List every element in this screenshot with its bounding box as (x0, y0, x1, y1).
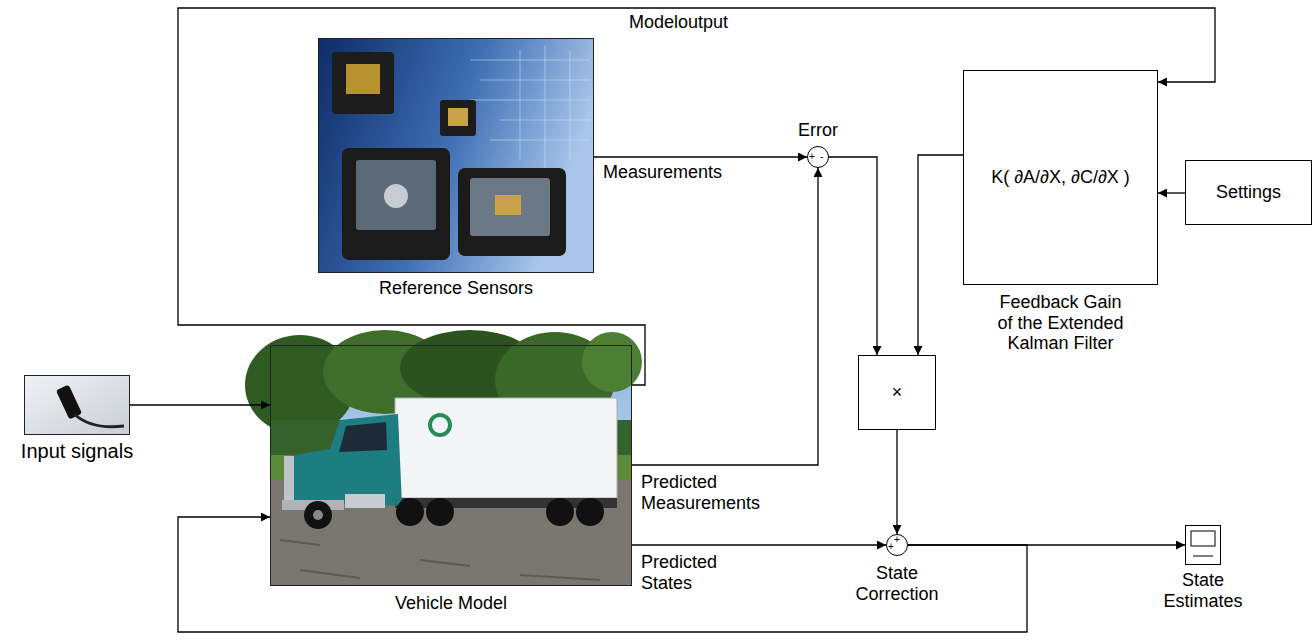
vehicle-photo-part (339, 422, 387, 452)
sign-symbol: + (888, 542, 894, 552)
product-block: × (858, 355, 936, 430)
vehicle-model-image: Vehicle Model (270, 345, 632, 586)
reference-sensors-picture-part (470, 178, 550, 236)
reference-sensors-image: Reference Sensors (318, 38, 594, 273)
vehicle-photo-part (290, 414, 402, 506)
block-label: Settings (1216, 182, 1281, 203)
vehicle-photo (245, 330, 642, 586)
signal-connector (829, 157, 877, 355)
sign-symbol: - (820, 152, 823, 162)
vehicle-photo-part (396, 498, 424, 526)
input-signals-icon: Input signals (24, 375, 130, 435)
input-sensor-icon (24, 375, 130, 435)
vehicle-photo-part (313, 510, 323, 520)
scope-icon-part (1193, 556, 1213, 557)
reference-sensors-picture-part (346, 64, 380, 94)
reference-sensors-picture-part (458, 168, 566, 256)
input-sensor-icon-part (74, 414, 124, 427)
reference-sensors-picture-part (318, 38, 594, 273)
vehicle-photo-part (426, 498, 454, 526)
vehicle-photo-part (430, 415, 450, 435)
block-caption: Feedback Gain of the Extended Kalman Fil… (995, 292, 1127, 354)
junction-label: Error (778, 120, 858, 141)
reference-sensors-picture (318, 38, 594, 273)
input-sensor-icon-part (24, 375, 130, 435)
signal-connector (178, 8, 1215, 385)
scope-label: State Estimates (1153, 570, 1253, 611)
vehicle-photo-part (284, 456, 294, 500)
scope-block: State Estimates (1185, 525, 1221, 565)
signal-connector (632, 544, 886, 545)
signal-connector (632, 168, 818, 465)
reference-sensors-picture-part (495, 195, 521, 215)
input-sensor-icon-part (56, 385, 82, 420)
vehicle-photo-part (395, 398, 617, 498)
sign-symbol: + (894, 535, 900, 545)
sign-symbol: + (809, 152, 815, 162)
signal-label: Measurements (602, 162, 764, 183)
signal-connector (918, 155, 963, 355)
signal-connector (1158, 192, 1185, 193)
signal-label: Predicted Measurements (640, 472, 802, 513)
reference-sensors-picture-part (342, 148, 450, 260)
vehicle-photo-part (280, 540, 600, 580)
vehicle-photo-part (304, 501, 332, 529)
signal-connector (130, 404, 270, 405)
signal-connector (594, 156, 807, 157)
image-caption: Input signals (7, 440, 147, 463)
signal-connector (178, 517, 1027, 632)
reference-sensors-picture-part (470, 45, 590, 170)
signal-connector (896, 430, 897, 534)
image-caption: Reference Sensors (356, 278, 556, 299)
state-correction-junction: State Correction++ (886, 534, 908, 556)
scope-icon-part (1185, 525, 1221, 565)
settings-block: Settings (1185, 160, 1312, 225)
vehicle-photo-part (582, 332, 642, 392)
vehicle-photo-part (345, 494, 385, 508)
product-symbol: × (892, 382, 903, 403)
reference-sensors-picture-part (448, 108, 468, 126)
signal-label: Modeloutput (628, 12, 790, 33)
gain-formula: K( ∂A/∂X, ∂C/∂X ) (991, 167, 1130, 188)
scope-icon (1185, 525, 1221, 565)
scope-icon-part (1191, 531, 1215, 546)
vehicle-photo-part (546, 498, 574, 526)
reference-sensors-picture-part (384, 184, 408, 208)
image-caption: Vehicle Model (351, 593, 551, 614)
junction-label: State Correction (847, 563, 947, 604)
signal-label: Predicted States (640, 552, 752, 593)
reference-sensors-picture-part (440, 100, 476, 136)
error-summing-junction: Error+- (807, 146, 829, 168)
vehicle-photo-part (576, 498, 604, 526)
reference-sensors-picture-part (332, 52, 394, 114)
kalman-gain-block: K( ∂A/∂X, ∂C/∂X )Feedback Gain of the Ex… (963, 70, 1158, 285)
reference-sensors-picture-part (356, 160, 436, 230)
